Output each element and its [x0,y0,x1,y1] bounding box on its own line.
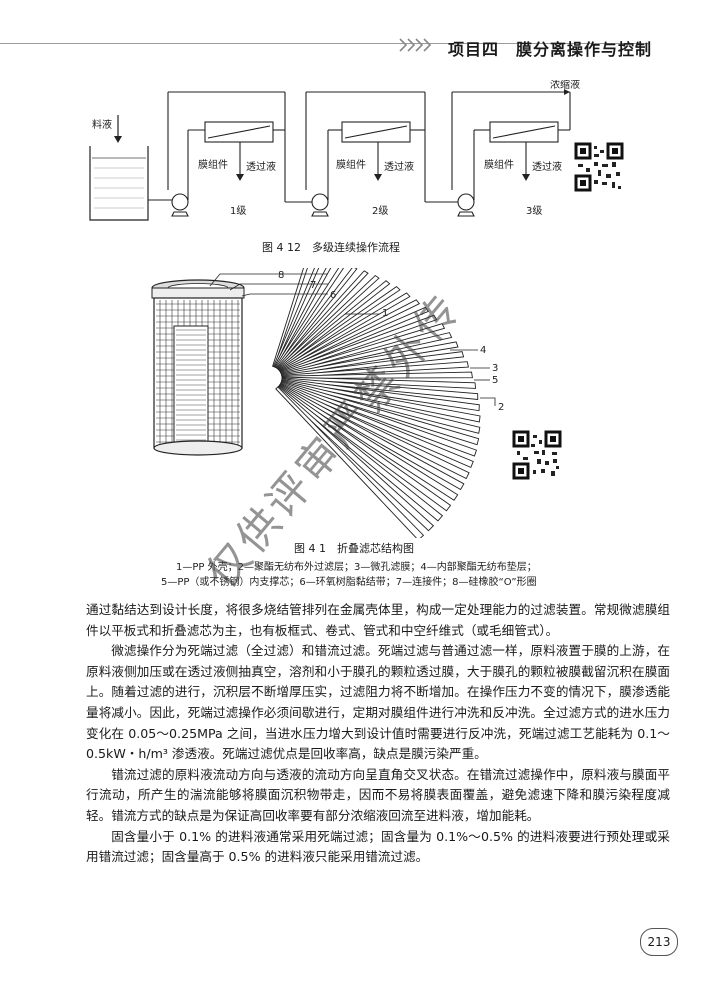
figure2-caption: 图 4 1 折叠滤芯结构图 [294,542,414,555]
callout-4: 4 [480,345,486,356]
figure1-caption: 图 4 12 多级连续操作流程 [262,241,400,254]
page-number: 213 [640,928,678,956]
paragraph: 微滤操作分为死端过滤（全过滤）和错流过滤。死端过滤与普通过滤一样，原料液置于膜的… [86,643,670,762]
figure2-legend-line1: 1—PP 外壳；2—聚酯无纺布外过滤层；3—微孔滤膜；4—内部聚酯无纺布垫层； [176,562,537,573]
body-text: 通过黏结达到设计长度，将很多烧结管排列在金属壳体里，构成一定处理能力的过滤装置。… [86,600,670,868]
stage-label-2: 2级 [372,205,388,217]
module-label-3: 膜组件 [484,158,514,171]
multistage-flow-diagram: 料液 膜组件 透过液 1级 [89,80,580,221]
module-label-2: 膜组件 [336,158,366,171]
stage-label-3: 3级 [526,205,542,217]
stage-2 [285,91,426,217]
paragraph: 固含量小于 0.1% 的进料液通常采用死端过滤；固含量为 0.1%～0.5% 的… [86,828,670,865]
callout-7: 7 [310,280,316,291]
permeate-label-3: 透过液 [532,160,562,173]
pleat [275,386,425,538]
chapter-title: 项目四 膜分离操作与控制 [448,40,653,59]
concentrate-label: 浓缩液 [550,80,580,91]
running-header: 项目四 膜分离操作与控制 [0,0,721,60]
qr-code-icon[interactable] [512,430,562,480]
callout-2: 2 [498,402,504,413]
callout-5: 5 [492,375,498,386]
feed-label: 料液 [92,118,112,131]
stage-label-1: 1级 [230,205,246,217]
stage-3 [425,91,571,217]
callout-6: 6 [330,290,336,301]
paragraph: 通过黏结达到设计长度，将很多烧结管排列在金属壳体里，构成一定处理能力的过滤装置。… [86,602,670,638]
module-label-1: 膜组件 [198,158,228,171]
qr-code-icon[interactable] [574,142,624,192]
callout-3: 3 [492,363,498,374]
callout-1: 1 [382,308,388,319]
header-rule [0,43,650,44]
permeate-label-2: 透过液 [384,160,414,173]
paragraph: 错流过滤的原料液流动方向与透液的流动方向呈直角交叉状态。在错流过滤操作中，原料液… [86,766,670,823]
permeate-label-1: 透过液 [246,160,276,173]
callout-8: 8 [278,270,284,281]
pleated-filter-diagram: 8 7 6 1 4 3 5 2 [151,268,504,538]
stage-1 [148,91,286,217]
pleats [272,268,481,538]
figure2-legend-line2: 5—PP（或不锈钢）内支撑芯；6—环氧树脂黏结带；7—连接件；8—硅橡胶“O”形… [161,577,537,588]
chevron-decoration-icon [399,38,432,52]
